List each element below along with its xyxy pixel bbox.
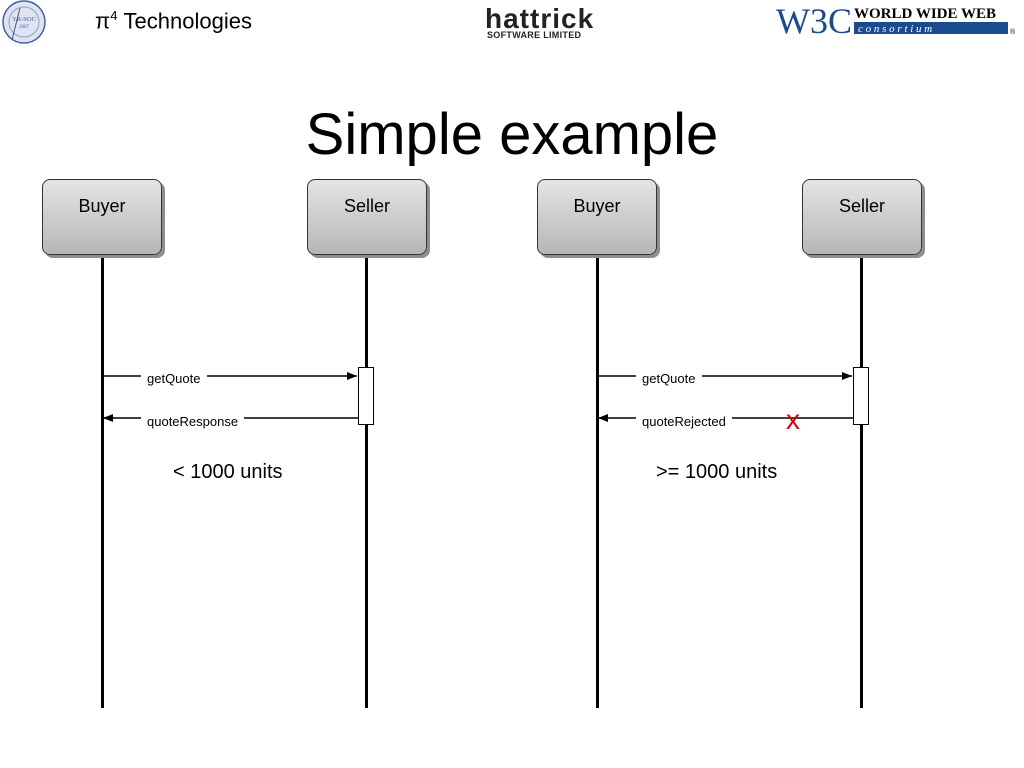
lifeline-seller-2 — [860, 256, 863, 708]
actor-seller-1: Seller — [307, 179, 427, 255]
condition-label-2: >= 1000 units — [656, 461, 778, 483]
hattrick-wordmark: hattrick — [485, 3, 595, 34]
w3c-line1: WORLD WIDE WEB — [854, 6, 996, 22]
w3c-mark: W3C — [776, 1, 852, 40]
message-label-response-2: quoteRejected — [636, 414, 732, 430]
seal-year: 2007 — [19, 25, 30, 30]
actor-seller-2: Seller — [802, 179, 922, 255]
hattrick-subtitle: SOFTWARE LIMITED — [487, 30, 582, 40]
condition-label-1: < 1000 units — [173, 461, 283, 483]
message-label-response-1: quoteResponse — [141, 414, 245, 430]
lifeline-buyer-1 — [101, 256, 104, 708]
company-suffix: Technologies — [117, 8, 252, 34]
w3c-line2: c o n s o r t i u m — [858, 23, 932, 35]
rejection-cross-icon: x — [786, 404, 800, 435]
lifeline-buyer-2 — [596, 256, 599, 708]
w3c-logo: W3C WORLD WIDE WEB c o n s o r t i u m ® — [776, 1, 1016, 40]
actor-buyer-1: Buyer — [42, 179, 162, 255]
company-superscript: 4 — [110, 8, 118, 23]
hattrick-logo: hattrick SOFTWARE LIMITED — [485, 5, 610, 41]
message-label-getquote-1: getQuote — [141, 371, 207, 387]
company-name: π4 Technologies — [95, 8, 252, 34]
seal-text: YR-SOC — [12, 16, 36, 23]
company-prefix: π — [95, 8, 111, 34]
w3c-registered: ® — [1010, 28, 1016, 36]
activation-seller-1 — [358, 367, 374, 425]
message-label-getquote-2: getQuote — [636, 371, 702, 387]
activation-seller-2 — [853, 367, 869, 425]
actor-buyer-2: Buyer — [537, 179, 657, 255]
slide-title: Simple example — [305, 102, 719, 167]
yr-soc-seal-logo: YR-SOC 2007 — [2, 0, 46, 44]
lifeline-seller-1 — [365, 256, 368, 708]
